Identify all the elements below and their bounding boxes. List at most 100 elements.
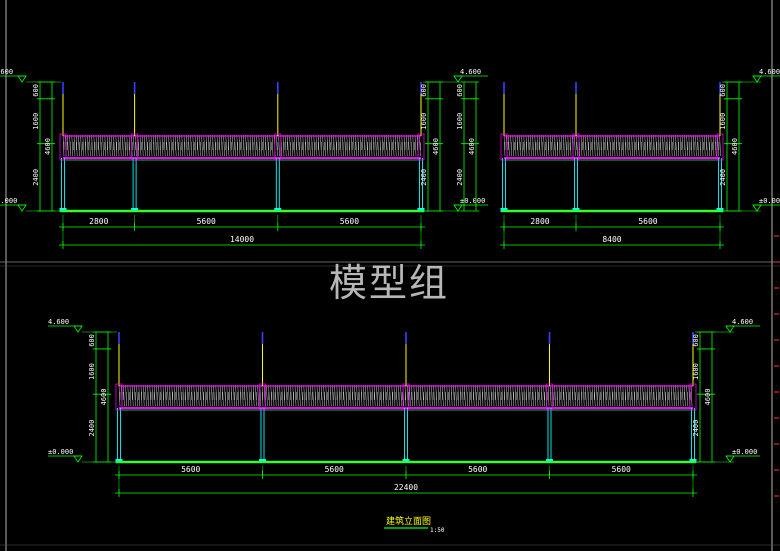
roof-slat (362, 384, 365, 407)
roof-slat (695, 134, 697, 157)
roof-slat (673, 384, 675, 407)
roof-slat (655, 134, 658, 157)
roof-slat (404, 384, 407, 407)
roof-slat (223, 134, 225, 157)
roof-slat (433, 384, 435, 407)
roof-slat (657, 384, 660, 407)
roof-slat (325, 384, 328, 407)
roof-slat (298, 134, 300, 157)
roof-slat (348, 134, 351, 157)
roof-slat (267, 134, 269, 157)
roof-slat (431, 384, 433, 407)
roof-slat (373, 384, 376, 407)
roof-slat (131, 384, 134, 407)
roof-slat (117, 134, 120, 157)
roof-slat (337, 134, 340, 157)
right-vertical-dims-part-label-1: 1600 (420, 113, 428, 130)
roof-slat (499, 384, 501, 407)
roof-slat (508, 134, 510, 157)
roof-slat (270, 384, 273, 407)
roof-slat (659, 384, 662, 407)
roof-slat (426, 384, 429, 407)
roof-slat (182, 384, 185, 407)
roof-slat (293, 134, 296, 157)
roof-slat (372, 134, 375, 157)
span-dim-label-1: 5600 (325, 465, 344, 474)
roof-slat (306, 134, 309, 157)
left-vertical-dims-part-label-1: 1600 (88, 363, 96, 380)
roof-slat (315, 134, 318, 157)
roof-slat (233, 384, 235, 407)
roof-slat (355, 134, 357, 157)
roof-slat (375, 134, 377, 157)
post-beam-joint (500, 133, 508, 161)
span-dim-label-1: 5600 (197, 217, 216, 226)
roof-slat (681, 384, 684, 407)
roof-slat (333, 134, 335, 157)
roof-slat-band (62, 134, 421, 157)
roof-slat (214, 134, 217, 157)
roof-slat (576, 384, 578, 407)
total-dim-label: 22400 (394, 483, 418, 492)
roof-slat (468, 384, 471, 407)
span-dim-label-2: 5600 (468, 465, 487, 474)
roof-slat (679, 134, 682, 157)
roof-slat (414, 134, 417, 157)
roof-slat (648, 384, 651, 407)
roof-slat (376, 384, 378, 407)
roof-slat (545, 134, 548, 157)
roof-slat (677, 384, 680, 407)
roof-slat (574, 384, 576, 407)
roof-slat (589, 134, 592, 157)
roof-slat (206, 384, 209, 407)
roof-slat (211, 384, 213, 407)
roof-slat (538, 384, 541, 407)
roof-slat (624, 134, 627, 157)
roof-slat (285, 384, 288, 407)
roof-slat (171, 384, 174, 407)
roof-slat (124, 134, 126, 157)
roof-slat (684, 384, 686, 407)
roof-slat (236, 134, 239, 157)
roof-slat (653, 134, 655, 157)
roof-slat (697, 134, 699, 157)
roof-slat (560, 384, 563, 407)
roof-slat (157, 134, 159, 157)
span-dim-label-1: 5600 (638, 217, 657, 226)
roof-slat (703, 134, 706, 157)
roof-slat (354, 384, 356, 407)
span-dim-label-0: 2800 (89, 217, 108, 226)
roof-slat (185, 134, 188, 157)
roof-slat (192, 134, 195, 157)
roof-slat (523, 384, 526, 407)
roof-slat (281, 384, 284, 407)
roof-slat (153, 384, 156, 407)
roof-slat (158, 384, 160, 407)
roof-slat (530, 384, 532, 407)
roof-slat (129, 384, 132, 407)
roof-slat (381, 134, 384, 157)
roof-slat (490, 384, 493, 407)
roof-slat (344, 134, 346, 157)
roof-slat (475, 384, 477, 407)
roof-slat (516, 134, 519, 157)
roof-slat (405, 134, 408, 157)
right-vertical-dims-part-label-2: 2400 (420, 169, 428, 186)
left-ground-level-symbol (73, 455, 83, 463)
roof-slat (609, 384, 611, 407)
roof-slat (212, 134, 214, 157)
watermark-text: 模型组 (329, 261, 450, 305)
roof-slat (322, 134, 324, 157)
roof-slat (422, 384, 424, 407)
roof-slat (677, 134, 680, 157)
roof-slat (399, 134, 401, 157)
roof-slat (527, 384, 530, 407)
span-dim-label-2: 5600 (340, 217, 359, 226)
roof-slat (609, 134, 611, 157)
roof-slat (508, 384, 510, 407)
roof-slat (283, 384, 286, 407)
roof-slat (419, 134, 421, 157)
roof-slat (346, 134, 349, 157)
post-3 (546, 332, 553, 463)
roof-slat (216, 134, 219, 157)
